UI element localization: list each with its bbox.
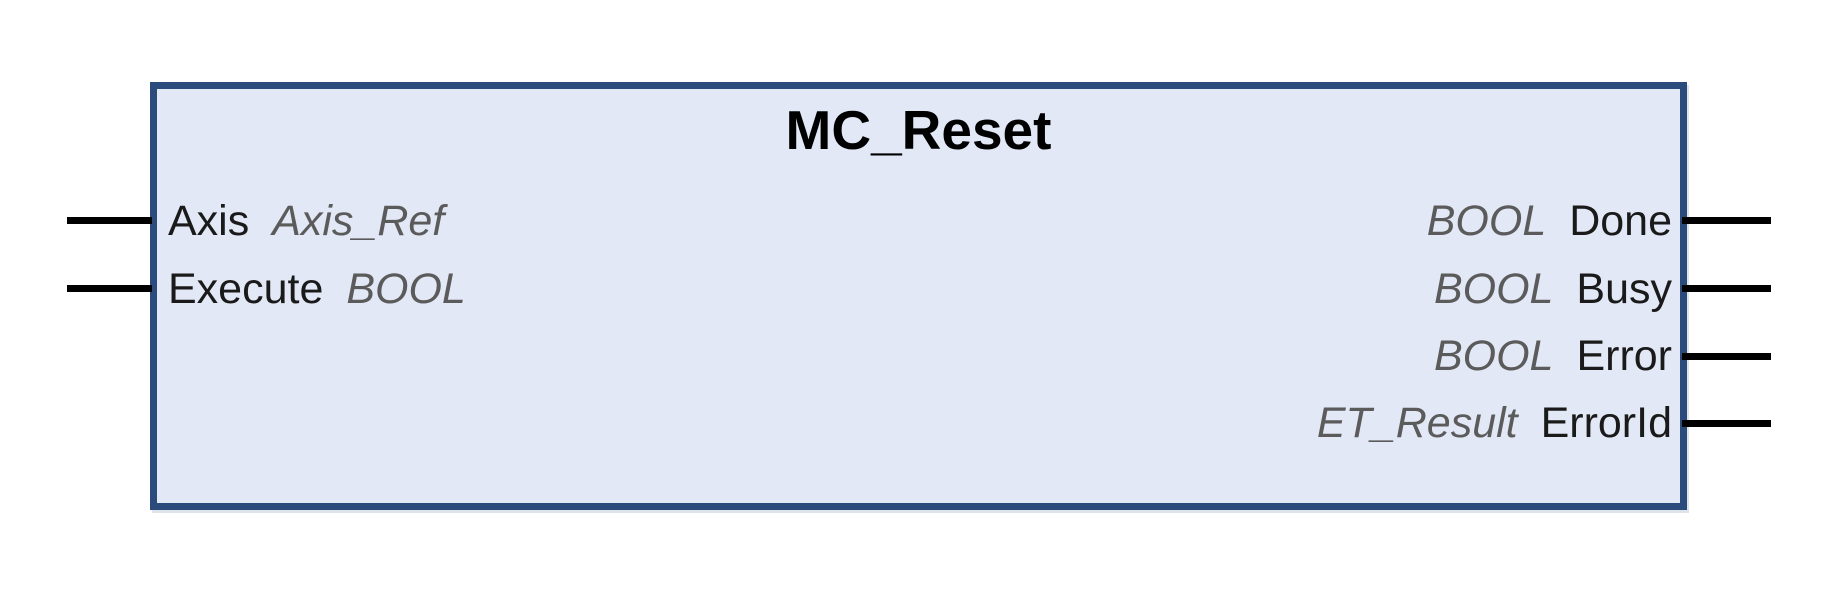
output-name: ErrorId — [1540, 399, 1672, 447]
input-row-execute: Execute BOOL — [168, 263, 466, 315]
output-name: Busy — [1576, 265, 1672, 313]
input-row-axis: Axis Axis_Ref — [168, 195, 444, 247]
output-type: ET_Result — [1316, 399, 1518, 447]
input-name: Execute — [168, 265, 324, 313]
input-name: Axis — [168, 197, 250, 245]
output-row-error: BOOL Error — [900, 330, 1672, 382]
output-pin-busy — [1682, 285, 1771, 292]
output-type: BOOL — [1433, 332, 1554, 380]
output-row-busy: BOOL Busy — [900, 263, 1672, 315]
function-block-body — [150, 82, 1687, 510]
input-type: Axis_Ref — [272, 197, 445, 245]
output-type: BOOL — [1426, 197, 1547, 245]
output-pin-errorid — [1682, 420, 1771, 427]
output-row-errorid: ET_Result ErrorId — [900, 397, 1672, 449]
input-pin-execute — [67, 285, 152, 292]
output-pin-error — [1682, 353, 1771, 360]
output-pin-done — [1682, 217, 1771, 224]
output-row-done: BOOL Done — [900, 195, 1672, 247]
function-block-title: MC_Reset — [785, 99, 1052, 161]
input-pin-axis — [67, 217, 152, 224]
output-type: BOOL — [1433, 265, 1554, 313]
output-name: Error — [1576, 332, 1672, 380]
input-type: BOOL — [346, 265, 466, 313]
output-name: Done — [1569, 197, 1672, 245]
